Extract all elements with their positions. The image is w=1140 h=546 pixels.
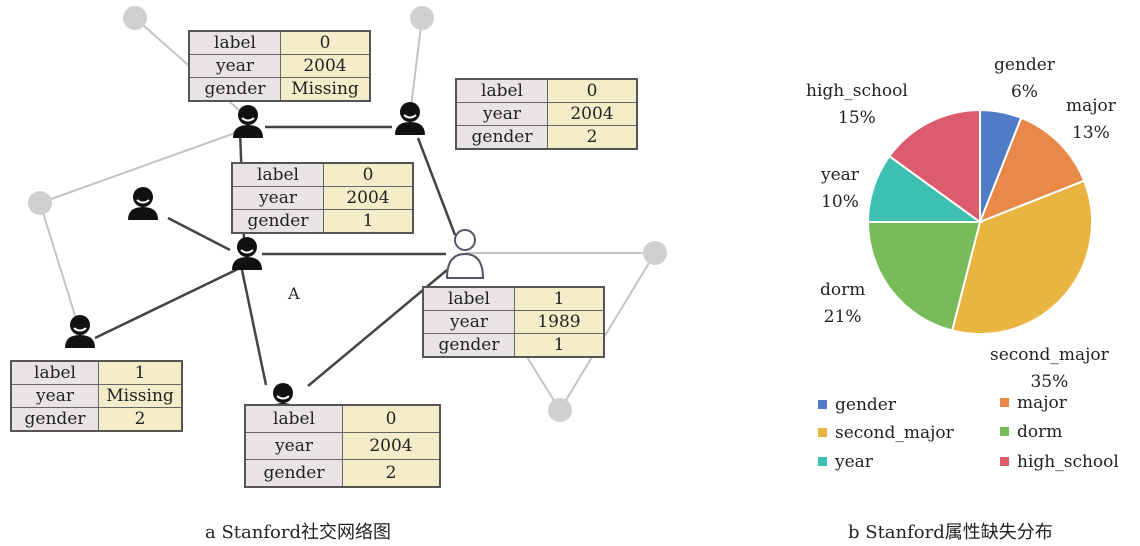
node-a-label: A	[288, 284, 300, 303]
user-node-icon	[232, 237, 262, 270]
value-cell: 2004	[342, 432, 441, 460]
pie-label-major: major 13%	[1066, 93, 1116, 147]
slice-name: dorm	[820, 280, 866, 300]
social-network-diagram	[28, 6, 667, 422]
slice-percent: 6%	[1010, 82, 1038, 102]
key-cell: year	[422, 310, 515, 334]
value-cell: 1989	[514, 310, 605, 334]
key-cell: year	[244, 432, 343, 460]
key-cell: gender	[244, 459, 343, 488]
value-cell: 1	[323, 209, 414, 234]
slice-percent: 35%	[1030, 372, 1069, 392]
slice-percent: 21%	[823, 307, 862, 327]
key-cell: label	[455, 78, 548, 103]
legend-item-major: major	[1000, 393, 1067, 413]
key-cell: year	[10, 384, 99, 408]
grey-node	[28, 191, 52, 215]
key-cell: year	[231, 186, 324, 210]
legend-swatch	[818, 400, 827, 409]
grey-node	[410, 6, 434, 30]
legend-item-second-major: second_major	[818, 423, 954, 443]
legend-swatch	[818, 428, 827, 437]
legend-label: dorm	[1017, 422, 1063, 442]
value-cell: 2	[547, 125, 638, 150]
pie-slice-high-school	[887, 108, 981, 224]
user-node-icon	[395, 102, 425, 135]
key-cell: label	[244, 404, 343, 433]
key-cell: label	[231, 162, 324, 187]
slice-name: second_major	[990, 345, 1109, 365]
value-cell: 0	[342, 404, 441, 433]
value-cell: 2	[98, 407, 183, 432]
pie-label-second-major: second_major 35%	[990, 342, 1109, 396]
legend-swatch	[818, 457, 827, 466]
key-cell: gender	[455, 125, 548, 150]
pie-label-year: year 10%	[821, 162, 859, 216]
grey-node	[643, 241, 667, 265]
pie-label-high-school: high_school 15%	[806, 78, 908, 132]
user-node-icon	[233, 105, 263, 138]
value-cell: 2004	[323, 186, 414, 210]
key-cell: label	[422, 286, 515, 311]
value-cell: Missing	[280, 77, 371, 102]
slice-percent: 13%	[1072, 123, 1110, 143]
value-cell: 1	[98, 360, 183, 385]
value-cell: 0	[323, 162, 414, 187]
legend-label: second_major	[835, 423, 954, 443]
pie-slice-dorm	[866, 221, 982, 332]
slice-name: high_school	[806, 81, 908, 101]
pie-label-gender: gender 6%	[994, 52, 1055, 106]
missing-attribute-pie-chart	[866, 108, 1093, 335]
value-cell: 0	[280, 30, 371, 55]
legend-label: high_school	[1017, 452, 1119, 472]
legend-item-dorm: dorm	[1000, 422, 1062, 442]
legend-swatch	[1000, 398, 1009, 407]
grey-node	[548, 398, 572, 422]
legend-item-high-school: high_school	[1000, 452, 1119, 472]
value-cell: 1	[514, 286, 605, 311]
slice-name: gender	[994, 55, 1055, 75]
value-cell: 2004	[280, 54, 371, 78]
value-cell: 2	[342, 459, 441, 488]
legend-label: major	[1017, 393, 1067, 413]
slice-percent: 10%	[821, 192, 859, 212]
key-cell: gender	[10, 407, 99, 432]
legend-swatch	[1000, 457, 1009, 466]
slice-name: year	[821, 165, 859, 185]
key-cell: gender	[231, 209, 324, 234]
key-cell: gender	[422, 333, 515, 358]
legend-label: gender	[835, 395, 896, 415]
legend-label: year	[835, 452, 873, 472]
legend-item-gender: gender	[818, 395, 896, 415]
caption-pie: b Stanford属性缺失分布	[848, 522, 1053, 543]
pie-slice-second-major	[950, 179, 1093, 335]
legend-swatch	[1000, 427, 1009, 436]
pie-slice-major	[978, 116, 1086, 224]
slice-name: major	[1066, 96, 1116, 116]
key-cell: label	[10, 360, 99, 385]
user-outline-node	[445, 229, 485, 279]
user-node-icon	[65, 315, 95, 348]
unlabeled-nodes	[28, 6, 667, 422]
key-cell: year	[188, 54, 281, 78]
pie-label-dorm: dorm 21%	[820, 277, 865, 331]
legend-item-year: year	[818, 452, 873, 472]
slice-percent: 15%	[838, 108, 876, 128]
value-cell: 0	[547, 78, 638, 103]
key-cell: year	[455, 102, 548, 126]
value-cell: Missing	[98, 384, 183, 408]
user-node-icon	[128, 187, 158, 220]
grey-node	[123, 6, 147, 30]
value-cell: 1	[514, 333, 605, 358]
key-cell: label	[188, 30, 281, 55]
caption-network: a Stanford社交网络图	[205, 522, 391, 543]
value-cell: 2004	[547, 102, 638, 126]
key-cell: gender	[188, 77, 281, 102]
